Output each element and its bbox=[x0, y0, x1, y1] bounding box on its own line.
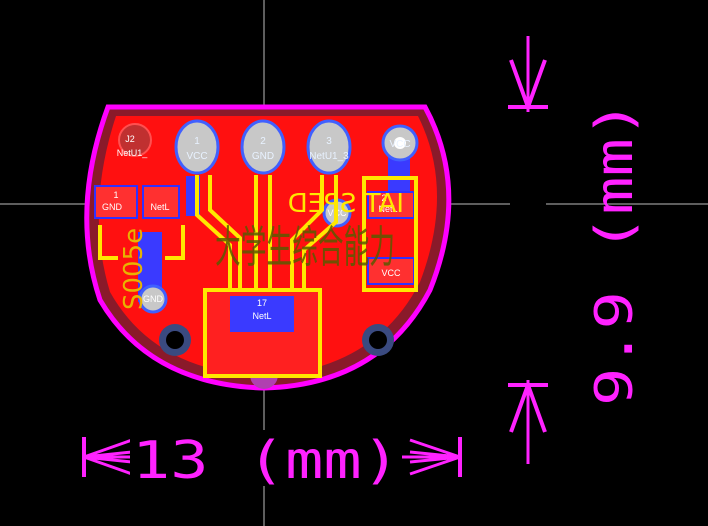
dimension-width[interactable]: 13 (mm) bbox=[82, 430, 462, 491]
j2-net: NetU1_ bbox=[117, 148, 149, 158]
smd-left-net: GND bbox=[102, 202, 123, 212]
pad-1-net: VCC bbox=[186, 151, 207, 162]
smd-right-net: NetL bbox=[378, 204, 397, 214]
pad-3-net: NetU1_3 bbox=[309, 151, 349, 162]
smd-left-number: 1 bbox=[113, 190, 118, 200]
connector-pad-1[interactable]: 1 VCC bbox=[174, 119, 220, 175]
pad-3-number: 3 bbox=[326, 136, 332, 147]
silk-mirrored-main: IAT SPED bbox=[288, 189, 404, 219]
pad-1-number: 1 bbox=[194, 136, 200, 147]
via-gnd[interactable]: GND bbox=[138, 284, 168, 314]
smd-left2-net: NetL bbox=[150, 202, 169, 212]
via-vcc-top-right-label: VCC bbox=[389, 139, 410, 150]
ic-u1[interactable]: 17 NetL bbox=[203, 288, 322, 378]
silkscreen-lines bbox=[98, 175, 418, 292]
smd-right-vcc-label: VCC bbox=[381, 268, 401, 278]
height-label: 9.9 (mm) bbox=[585, 100, 645, 406]
silk-chinese-text: 大学生综合能力 bbox=[215, 222, 395, 273]
smd-pad-left-2[interactable]: NetL bbox=[142, 185, 180, 219]
pad-2-net: GND bbox=[252, 151, 274, 162]
board[interactable] bbox=[84, 104, 452, 391]
j2-designator: J2 bbox=[125, 134, 135, 144]
copper-pour bbox=[98, 116, 438, 376]
pad-2-number: 2 bbox=[260, 136, 266, 147]
silk-side-code: S005e bbox=[119, 228, 149, 310]
width-label: 13 (mm) bbox=[132, 431, 400, 491]
smd-pad-left[interactable]: 1 GND bbox=[94, 185, 138, 219]
via-gnd-label: GND bbox=[143, 294, 164, 304]
via-vcc-top-right[interactable]: VCC bbox=[381, 124, 419, 162]
connector-pad-3[interactable]: 3 NetU1_3 bbox=[306, 119, 352, 175]
u1-net: NetL bbox=[252, 311, 271, 321]
smd-pad-right-vcc[interactable]: VCC bbox=[367, 257, 415, 285]
u1-pin-number: 17 bbox=[257, 298, 267, 308]
connector-pad-2[interactable]: 2 GND bbox=[240, 119, 286, 175]
dimension-height[interactable]: 9.9 (mm) bbox=[508, 36, 645, 464]
smd-right-number: 2 bbox=[381, 193, 386, 203]
j2-label-group: J2 NetU1_ bbox=[117, 134, 149, 158]
